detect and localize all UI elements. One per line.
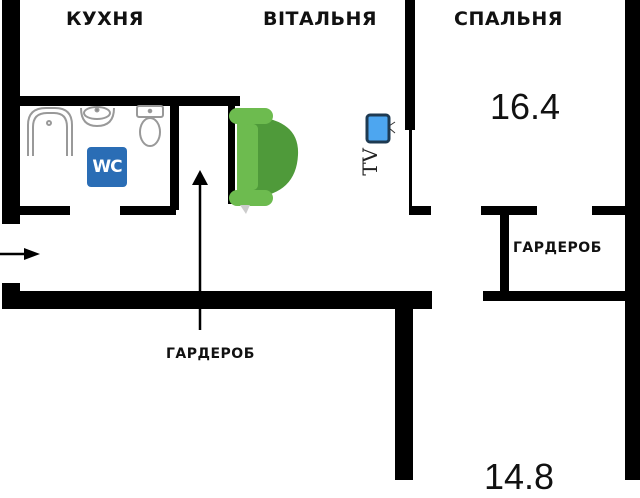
wc-badge: WC [87,147,127,187]
wall-bedroom-bottom-left [409,206,431,215]
room-label-kitchen: КУХНЯ [66,8,144,30]
wall-bathroom-bottom-right [120,206,176,215]
wall-lower-room-left [395,300,413,480]
entrance-arrow-icon [0,248,40,260]
room-label-living: ВІТАЛЬНЯ [263,8,378,30]
area-bedroom: 16.4 [490,86,561,127]
tv-icon [365,113,396,144]
wall-corridor-bottom [2,291,432,309]
tv-label: TV [358,148,382,176]
wall-bathroom-bottom-left [18,206,70,215]
sink-icon [80,106,115,128]
pointer-arrow-icon [192,170,208,330]
wall-bedroom-bottom-right [592,206,626,215]
wall-bedroom-bottom-mid [481,206,537,215]
room-label-wardrobe-hall: ГАРДЕРОБ [166,346,255,362]
wall-wardrobe-bottom [483,291,628,301]
wall-left-upper [2,0,20,224]
toilet-icon [136,105,164,147]
fixtures-layer [0,105,396,330]
wall-closet-right [228,104,235,204]
sofa-icon [229,108,299,214]
area-bottom-right: 14.8 [484,456,555,497]
bathtub-icon [27,107,73,156]
room-label-wardrobe-right: ГАРДЕРОБ [513,240,602,256]
wall-bathroom-top [18,96,240,106]
wall-right-outer [625,0,640,480]
room-label-bedroom: СПАЛЬНЯ [454,8,563,30]
wall-living-bedroom-thin [409,130,412,208]
wall-wardrobe-left [500,206,509,298]
wall-living-bedroom [405,0,415,130]
wall-bathroom-right [170,104,179,210]
